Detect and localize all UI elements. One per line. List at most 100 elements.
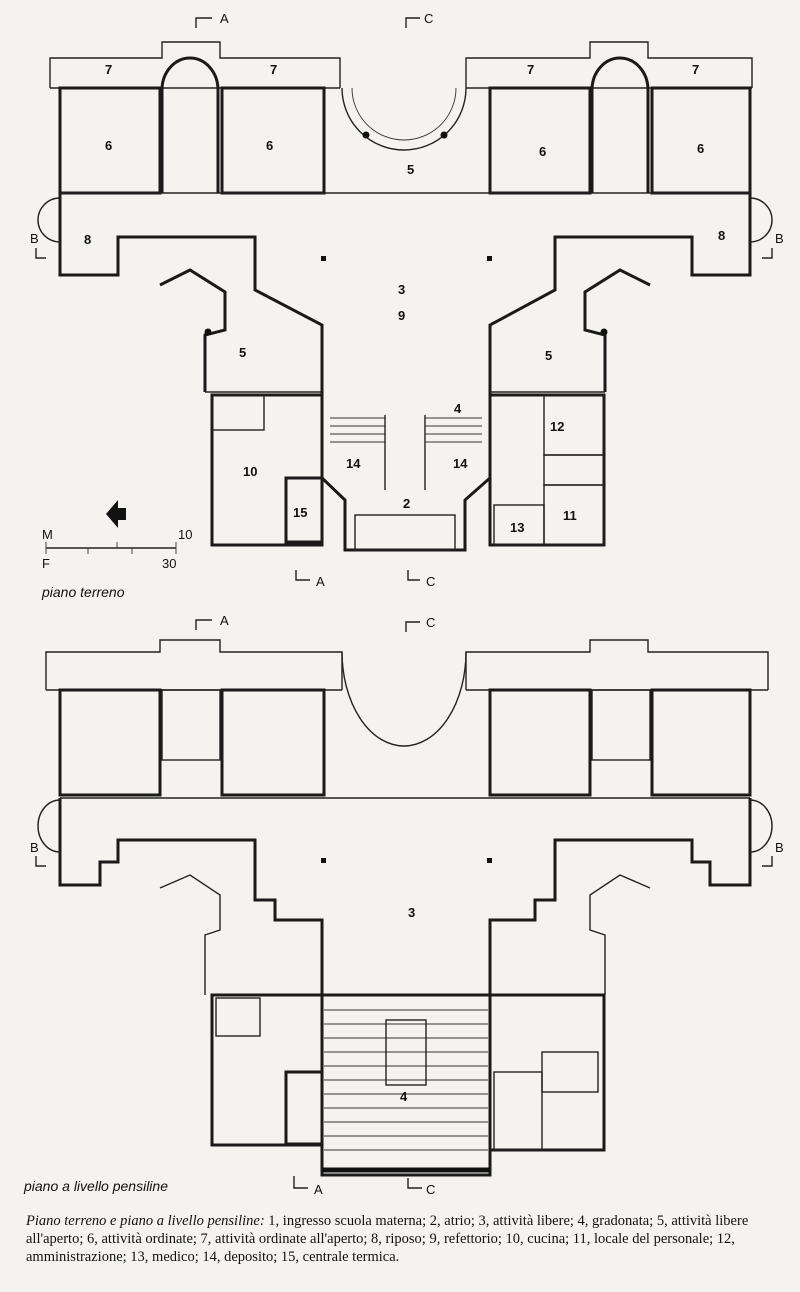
upper-roof-right: [465, 639, 769, 690]
staff-wc: [543, 454, 605, 486]
terrace-outline-right: [465, 41, 753, 88]
upper-room-b: [220, 688, 326, 797]
entrance-canopy: [354, 514, 456, 551]
section-mark: C: [426, 574, 435, 589]
section-mark: A: [316, 574, 325, 589]
caption-body: 1, ingresso scuola materna; 2, atrio; 3,…: [26, 1213, 749, 1265]
upper-bay-right: [749, 799, 773, 853]
room-number: 12: [550, 419, 564, 434]
ground-floor-plan: [37, 41, 773, 552]
bay-8-left: [37, 197, 61, 243]
section-mark: C: [426, 1182, 435, 1197]
section-arrow: [407, 570, 420, 581]
room-number: 6: [266, 138, 273, 153]
kitchen-service: [211, 394, 265, 431]
room-number: 6: [105, 138, 112, 153]
column: [487, 256, 492, 261]
column: [600, 328, 608, 336]
room-5-left-wall: [159, 268, 227, 392]
ground-steps: [330, 417, 482, 443]
column: [321, 256, 326, 261]
room-number: 15: [293, 505, 307, 520]
section-arrow: [35, 248, 46, 259]
upper-room-d: [650, 688, 752, 797]
room-number: 7: [692, 62, 699, 77]
column: [321, 858, 326, 863]
room-number: 4: [400, 1089, 408, 1104]
section-mark: A: [314, 1182, 323, 1197]
ground-section-marks: A C B B A C: [30, 11, 784, 589]
room-number: 5: [239, 345, 246, 360]
upper-left-block: [210, 993, 324, 1147]
column: [440, 131, 448, 139]
upper-floor-plan: [37, 639, 773, 1177]
room-number: 6: [539, 144, 546, 159]
room-number: 14: [346, 456, 361, 471]
upper-central-arc: [341, 651, 467, 747]
section-mark: C: [424, 11, 433, 26]
scale-unit-f: F: [42, 556, 50, 571]
section-arrow: [195, 17, 212, 28]
bay-8-right: [749, 197, 773, 243]
scale-bar: M 10 F 30: [42, 500, 192, 571]
column: [362, 131, 370, 139]
room-number: 10: [243, 464, 257, 479]
room-number: 5: [545, 348, 552, 363]
room-number: 3: [398, 282, 405, 297]
ground-plan-label: piano terreno: [42, 584, 125, 600]
room-number: 3: [408, 905, 415, 920]
scale-max-m: 10: [178, 527, 192, 542]
section-mark: A: [220, 11, 229, 26]
room-number: 7: [270, 62, 277, 77]
upper-core-left: [161, 689, 221, 761]
room-number: 6: [697, 141, 704, 156]
section-mark: B: [30, 231, 39, 246]
upper-bay-left: [37, 799, 61, 853]
room-number: 4: [454, 401, 462, 416]
room-number: 8: [718, 228, 725, 243]
section-mark: B: [775, 231, 784, 246]
room-number: 11: [563, 508, 577, 523]
section-mark: C: [426, 615, 435, 630]
upper-section-marks: A C B B A C: [30, 613, 784, 1197]
ground-room-numbers: 7 7 7 7 6 6 6 6 5 8 8 3 9 5 5 10 12 14 1…: [84, 62, 725, 535]
section-arrow: [405, 17, 420, 28]
upper-core-right: [591, 689, 651, 761]
figure-caption: Piano terreno e piano a livello pensilin…: [26, 1212, 778, 1266]
room-5-right-wall: [583, 268, 651, 392]
upper-room-a: [58, 688, 162, 797]
room-10-kitchen: [210, 393, 324, 547]
room-13-doctor: [493, 504, 545, 546]
section-arrow: [762, 248, 773, 259]
section-mark: B: [775, 840, 784, 855]
caption-title: Piano terreno e piano a livello pensilin…: [26, 1213, 265, 1229]
upper-room-c: [488, 688, 592, 797]
section-arrow: [295, 570, 310, 581]
upper-plan-label: piano a livello pensiline: [24, 1178, 168, 1194]
upper-corridor-right: [488, 798, 752, 995]
admin-block: [488, 393, 606, 547]
room-6-right-a: [488, 86, 592, 195]
floor-plans-drawing: 7 7 7 7 6 6 6 6 5 8 8 3 9 5 5 10 12 14 1…: [30, 11, 784, 1197]
room-number: 5: [407, 162, 414, 177]
room-number: 8: [84, 232, 91, 247]
room-number: 2: [403, 496, 410, 511]
scale-unit-m: M: [42, 527, 53, 542]
upper-corridor-left: [58, 798, 324, 995]
north-arrow-stem: [118, 508, 126, 520]
terrace-outline-left: [49, 41, 341, 88]
room-number: 13: [510, 520, 524, 535]
scale-max-f: 30: [162, 556, 176, 571]
toilet-core-right: [590, 56, 650, 193]
corridor-wall-right: [488, 193, 752, 395]
atrium-wall: [320, 410, 492, 552]
column: [204, 328, 212, 336]
central-bay-arc: [341, 87, 467, 151]
room-number: 9: [398, 308, 405, 323]
room-number: 7: [105, 62, 112, 77]
column: [487, 858, 492, 863]
corridor-wall-left: [58, 193, 324, 395]
upper-stair-treads: [324, 1009, 488, 1151]
central-bay-arc-inner: [351, 87, 457, 141]
section-mark: B: [30, 840, 39, 855]
